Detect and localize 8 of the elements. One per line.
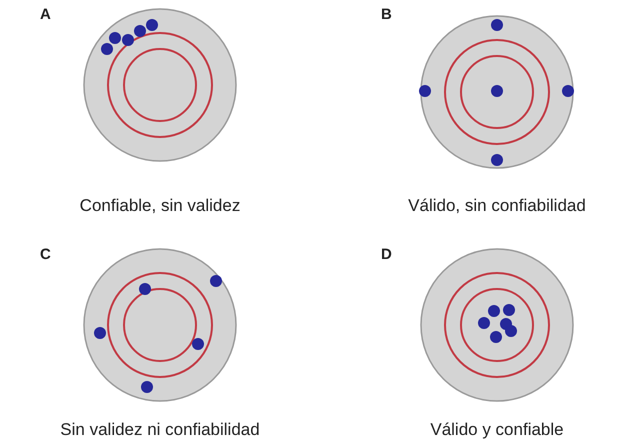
node-label: Confiable, sin validez <box>78 196 242 216</box>
panel-letter: B <box>381 6 392 23</box>
node-label: Válido, sin confiabilidad <box>407 196 587 216</box>
panel-letter: A <box>40 6 51 23</box>
node-label: Sin validez ni confiabilidad <box>59 420 261 440</box>
node-label: Válido y confiable <box>429 420 565 440</box>
panel-letter: C <box>40 246 51 263</box>
panel-letter: D <box>381 246 392 263</box>
